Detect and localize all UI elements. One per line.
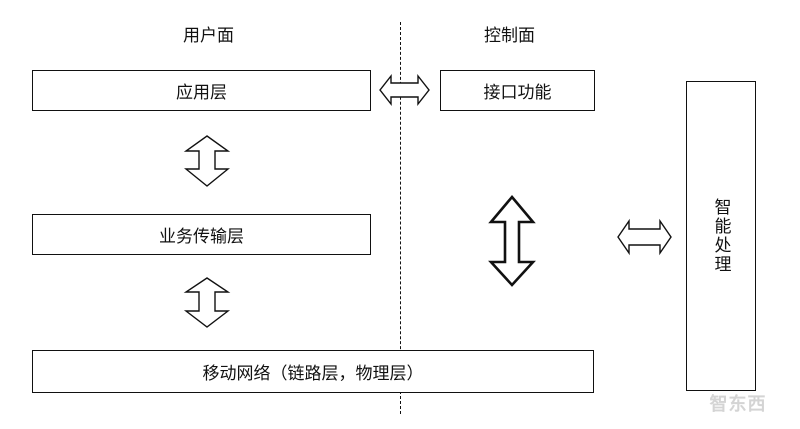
service-transport-layer-label: 业务传输层: [159, 227, 244, 247]
watermark: 智东西: [690, 386, 786, 420]
intelligent-processing-box: 智能处理: [686, 81, 756, 391]
mobile-network-layer-box: 移动网络（链路层，物理层）: [32, 350, 594, 393]
mobile-network-layer-label: 移动网络（链路层，物理层）: [202, 364, 424, 384]
processing-arrow: [617, 218, 672, 256]
app-transport-arrow: [183, 135, 231, 187]
interface-function-label: 接口功能: [483, 83, 552, 103]
interface-function-box: 接口功能: [440, 70, 595, 111]
app-interface-arrow: [379, 73, 430, 107]
control-plane-header: 控制面: [484, 26, 535, 46]
plane-divider: [400, 22, 401, 414]
service-transport-layer-box: 业务传输层: [32, 214, 371, 255]
control-plane-arrow: [488, 194, 536, 287]
intelligent-processing-label: 智能处理: [710, 198, 731, 274]
application-layer-box: 应用层: [32, 70, 371, 111]
watermark-text: 智东西: [709, 394, 767, 415]
transport-network-arrow: [183, 277, 231, 328]
application-layer-label: 应用层: [176, 83, 227, 103]
user-plane-header: 用户面: [183, 26, 234, 46]
